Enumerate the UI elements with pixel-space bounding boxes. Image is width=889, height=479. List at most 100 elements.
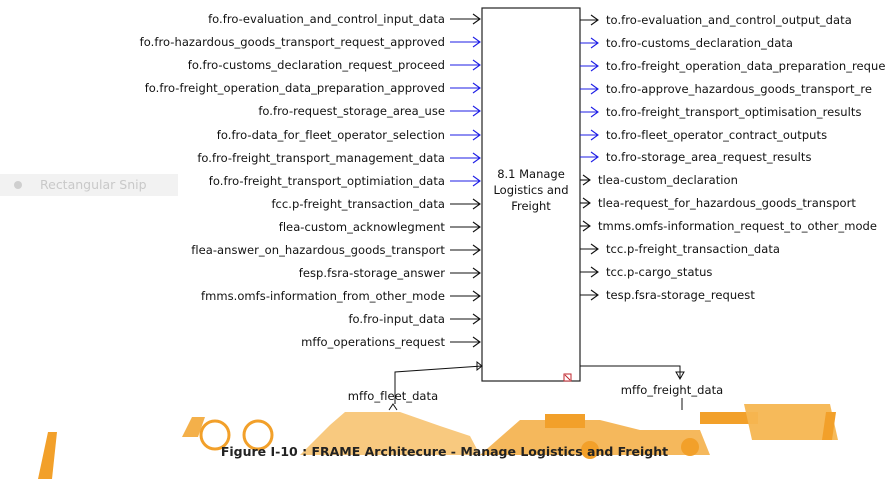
snip-label: Rectangular Snip	[40, 177, 147, 192]
input-flow-label: fo.fro-input_data	[348, 312, 445, 326]
input-flow: fo.fro-customs_declaration_request_proce…	[188, 58, 481, 72]
output-flow: to.fro-storage_area_request_results	[580, 150, 812, 164]
input-flow-label: fcc.p-freight_transaction_data	[271, 197, 445, 211]
input-flow: fmms.omfs-information_from_other_mode	[201, 289, 481, 303]
input-flow-label: fo.fro-request_storage_area_use	[258, 104, 445, 118]
output-flow: to.fro-fleet_operator_contract_outputs	[580, 128, 827, 142]
process-label-line: Logistics and	[493, 183, 569, 197]
output-flow-label: tlea-request_for_hazardous_goods_transpo…	[598, 196, 856, 210]
output-flow-label: to.fro-storage_area_request_results	[606, 150, 812, 164]
arrowhead-icon	[472, 82, 481, 94]
freight-data-label: mffo_freight_data	[621, 383, 723, 397]
input-flow-label: flea-custom_acknowlegment	[279, 220, 446, 234]
output-flow: to.fro-approve_hazardous_goods_transport…	[580, 82, 872, 96]
input-flow-label: fo.fro-freight_transport_optimiation_dat…	[209, 174, 445, 188]
arrowhead-icon	[472, 129, 481, 141]
input-flow: flea-custom_acknowlegment	[279, 220, 481, 234]
input-flow-label: fesp.fsra-storage_answer	[299, 266, 445, 280]
output-flow: to.fro-freight_operation_data_preparatio…	[580, 59, 886, 73]
arrowhead-icon	[590, 60, 599, 72]
process-box	[481, 7, 581, 382]
input-flow-label: fmms.omfs-information_from_other_mode	[201, 289, 445, 303]
output-flow-label: to.fro-fleet_operator_contract_outputs	[606, 128, 827, 142]
output-flow-label: to.fro-freight_transport_optimisation_re…	[606, 105, 861, 119]
input-flow: fo.fro-data_for_fleet_operator_selection	[217, 128, 481, 142]
output-flow-label: to.fro-freight_operation_data_preparatio…	[606, 59, 886, 73]
input-flow: fo.fro-request_storage_area_use	[258, 104, 481, 118]
output-flow-label: to.fro-customs_declaration_data	[606, 36, 793, 50]
input-flow: fcc.p-freight_transaction_data	[271, 197, 481, 211]
input-flow: mffo_operations_request	[301, 335, 481, 349]
arrowhead-icon	[472, 244, 481, 256]
arrowhead-icon	[472, 221, 481, 233]
arrowhead-icon	[590, 106, 599, 118]
arrowhead-icon	[590, 289, 599, 301]
arrowhead-icon	[472, 267, 481, 279]
output-flow: tesp.fsra-storage_request	[580, 288, 755, 302]
radio-icon	[14, 181, 22, 189]
arrowhead-icon	[590, 243, 599, 255]
output-flow-label: tesp.fsra-storage_request	[606, 288, 755, 302]
input-flow-label: fo.fro-hazardous_goods_transport_request…	[140, 35, 445, 49]
process-label-line: Freight	[511, 199, 551, 213]
input-flow-label: mffo_operations_request	[301, 335, 445, 349]
input-flow: fo.fro-evaluation_and_control_input_data	[208, 12, 481, 26]
output-flow: tcc.p-freight_transaction_data	[580, 242, 780, 256]
fleet-data-label: mffo_fleet_data	[348, 389, 438, 403]
arrowhead-icon	[582, 220, 591, 232]
arrowhead-icon	[582, 197, 591, 209]
input-flow: fo.fro-freight_transport_optimiation_dat…	[209, 174, 481, 188]
output-flows: to.fro-evaluation_and_control_output_dat…	[580, 13, 886, 302]
input-flow-label: fo.fro-freight_operation_data_preparatio…	[145, 81, 445, 95]
output-flow: to.fro-evaluation_and_control_output_dat…	[580, 13, 852, 27]
output-flow-label: to.fro-evaluation_and_control_output_dat…	[606, 13, 852, 27]
arrowhead-icon	[590, 83, 599, 95]
arrowhead-icon	[590, 14, 599, 26]
process-label-line: 8.1 Manage	[497, 167, 565, 181]
input-flow: flea-answer_on_hazardous_goods_transport	[191, 243, 481, 257]
output-flow: tlea-request_for_hazardous_goods_transpo…	[580, 196, 856, 210]
input-flow: fo.fro-input_data	[348, 312, 481, 326]
arrowhead-icon	[472, 175, 481, 187]
output-flow-label: tcc.p-cargo_status	[606, 265, 712, 279]
arrowhead-icon	[590, 151, 599, 163]
arrowhead-icon	[472, 105, 481, 117]
input-flow-label: flea-answer_on_hazardous_goods_transport	[191, 243, 445, 257]
arrowhead-icon	[472, 13, 481, 25]
freight-data-flow: mffo_freight_data	[580, 365, 723, 410]
arrowhead-icon	[590, 37, 599, 49]
input-flow: fo.fro-freight_transport_management_data	[197, 151, 481, 165]
bottom-banner-graphic	[38, 404, 838, 479]
output-flow: tlea-custom_declaration	[580, 173, 738, 187]
input-flows: fo.fro-evaluation_and_control_input_data…	[140, 12, 481, 349]
output-flow: to.fro-freight_transport_optimisation_re…	[580, 105, 861, 119]
input-flow-label: fo.fro-freight_transport_management_data	[197, 151, 445, 165]
output-flow-label: tcc.p-freight_transaction_data	[606, 242, 780, 256]
input-flow: fo.fro-freight_operation_data_preparatio…	[145, 81, 481, 95]
figure-caption: Figure I-10 : FRAME Architecure - Manage…	[220, 444, 669, 459]
output-flow: to.fro-customs_declaration_data	[580, 36, 793, 50]
output-flow: tmms.omfs-information_request_to_other_m…	[580, 219, 877, 233]
input-flow: fesp.fsra-storage_answer	[299, 266, 481, 280]
input-flow-label: fo.fro-customs_declaration_request_proce…	[188, 58, 445, 72]
arrowhead-icon	[472, 198, 481, 210]
output-flow-label: tlea-custom_declaration	[598, 173, 738, 187]
arrowhead-icon	[472, 336, 481, 348]
rectangular-snip-overlay: Rectangular Snip	[0, 174, 178, 196]
arrowhead-icon	[472, 36, 481, 48]
arrowhead-icon	[472, 152, 481, 164]
process-label: 8.1 Manage Logistics and Freight	[484, 166, 578, 214]
arrowhead-icon	[590, 129, 599, 141]
output-flow-label: tmms.omfs-information_request_to_other_m…	[598, 219, 877, 233]
fleet-data-flow: mffo_fleet_data	[348, 360, 483, 411]
arrowhead-icon	[472, 313, 481, 325]
input-flow-label: fo.fro-evaluation_and_control_input_data	[208, 12, 445, 26]
output-flow: tcc.p-cargo_status	[580, 265, 712, 279]
arrowhead-icon	[472, 59, 481, 71]
input-flow-label: fo.fro-data_for_fleet_operator_selection	[217, 128, 445, 142]
arrowhead-icon	[590, 266, 599, 278]
arrowhead-icon	[582, 174, 591, 186]
arrowhead-icon	[472, 290, 481, 302]
output-flow-label: to.fro-approve_hazardous_goods_transport…	[606, 82, 872, 96]
